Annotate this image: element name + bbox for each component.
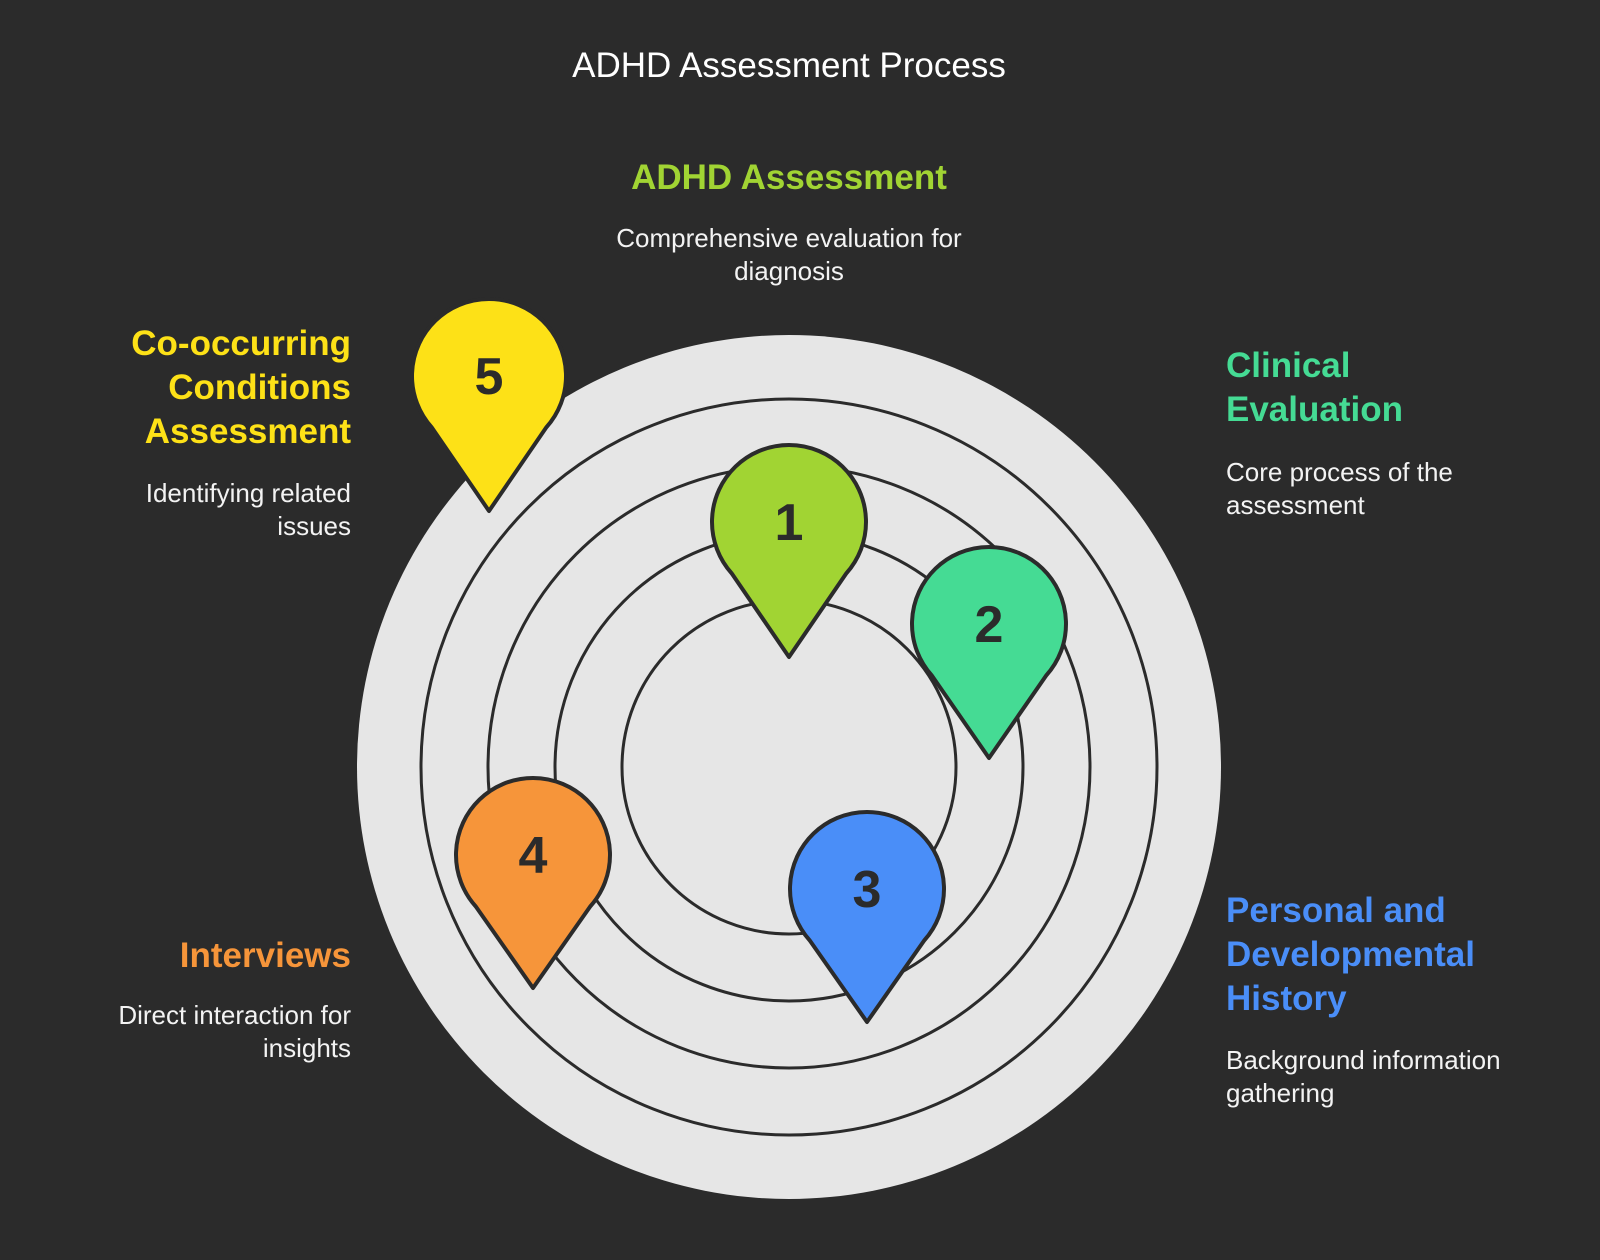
pin-4-marker (454, 776, 612, 990)
pin-3-marker (788, 810, 946, 1024)
pin-3: 3 (788, 810, 946, 1024)
step-4-description: Direct interaction for insights (118, 1000, 351, 1063)
step-1-description: Comprehensive evaluation for diagnosis (616, 223, 962, 286)
step-5-description: Identifying related issues (145, 478, 351, 541)
step-2-description: Core process of the assessment (1226, 457, 1453, 520)
step-5-heading: Co-occurring Conditions Assessment (131, 324, 351, 451)
step-4-heading: Interviews (179, 936, 351, 975)
map-pins: 1 2 3 4 5 (410, 297, 1068, 1024)
pin-4-number: 4 (519, 827, 548, 885)
pin-2-number: 2 (975, 596, 1004, 654)
pin-2: 2 (910, 545, 1068, 760)
pin-5: 5 (410, 297, 568, 513)
ring-4 (419, 397, 1159, 1137)
pin-5-number: 5 (475, 348, 504, 406)
pin-3-number: 3 (853, 861, 882, 919)
step-3-description: Background information gathering (1226, 1045, 1501, 1108)
step-2-heading: Clinical Evaluation (1226, 346, 1403, 429)
pin-1: 1 (710, 443, 868, 659)
step-3-heading: Personal and Developmental History (1226, 891, 1475, 1018)
pin-1-marker (710, 443, 868, 659)
pin-5-marker (410, 297, 568, 513)
page-title: ADHD Assessment Process (572, 46, 1006, 85)
pin-2-marker (910, 545, 1068, 760)
step-1-heading: ADHD Assessment (631, 158, 947, 197)
pin-1-number: 1 (775, 494, 804, 552)
pin-4: 4 (454, 776, 612, 990)
